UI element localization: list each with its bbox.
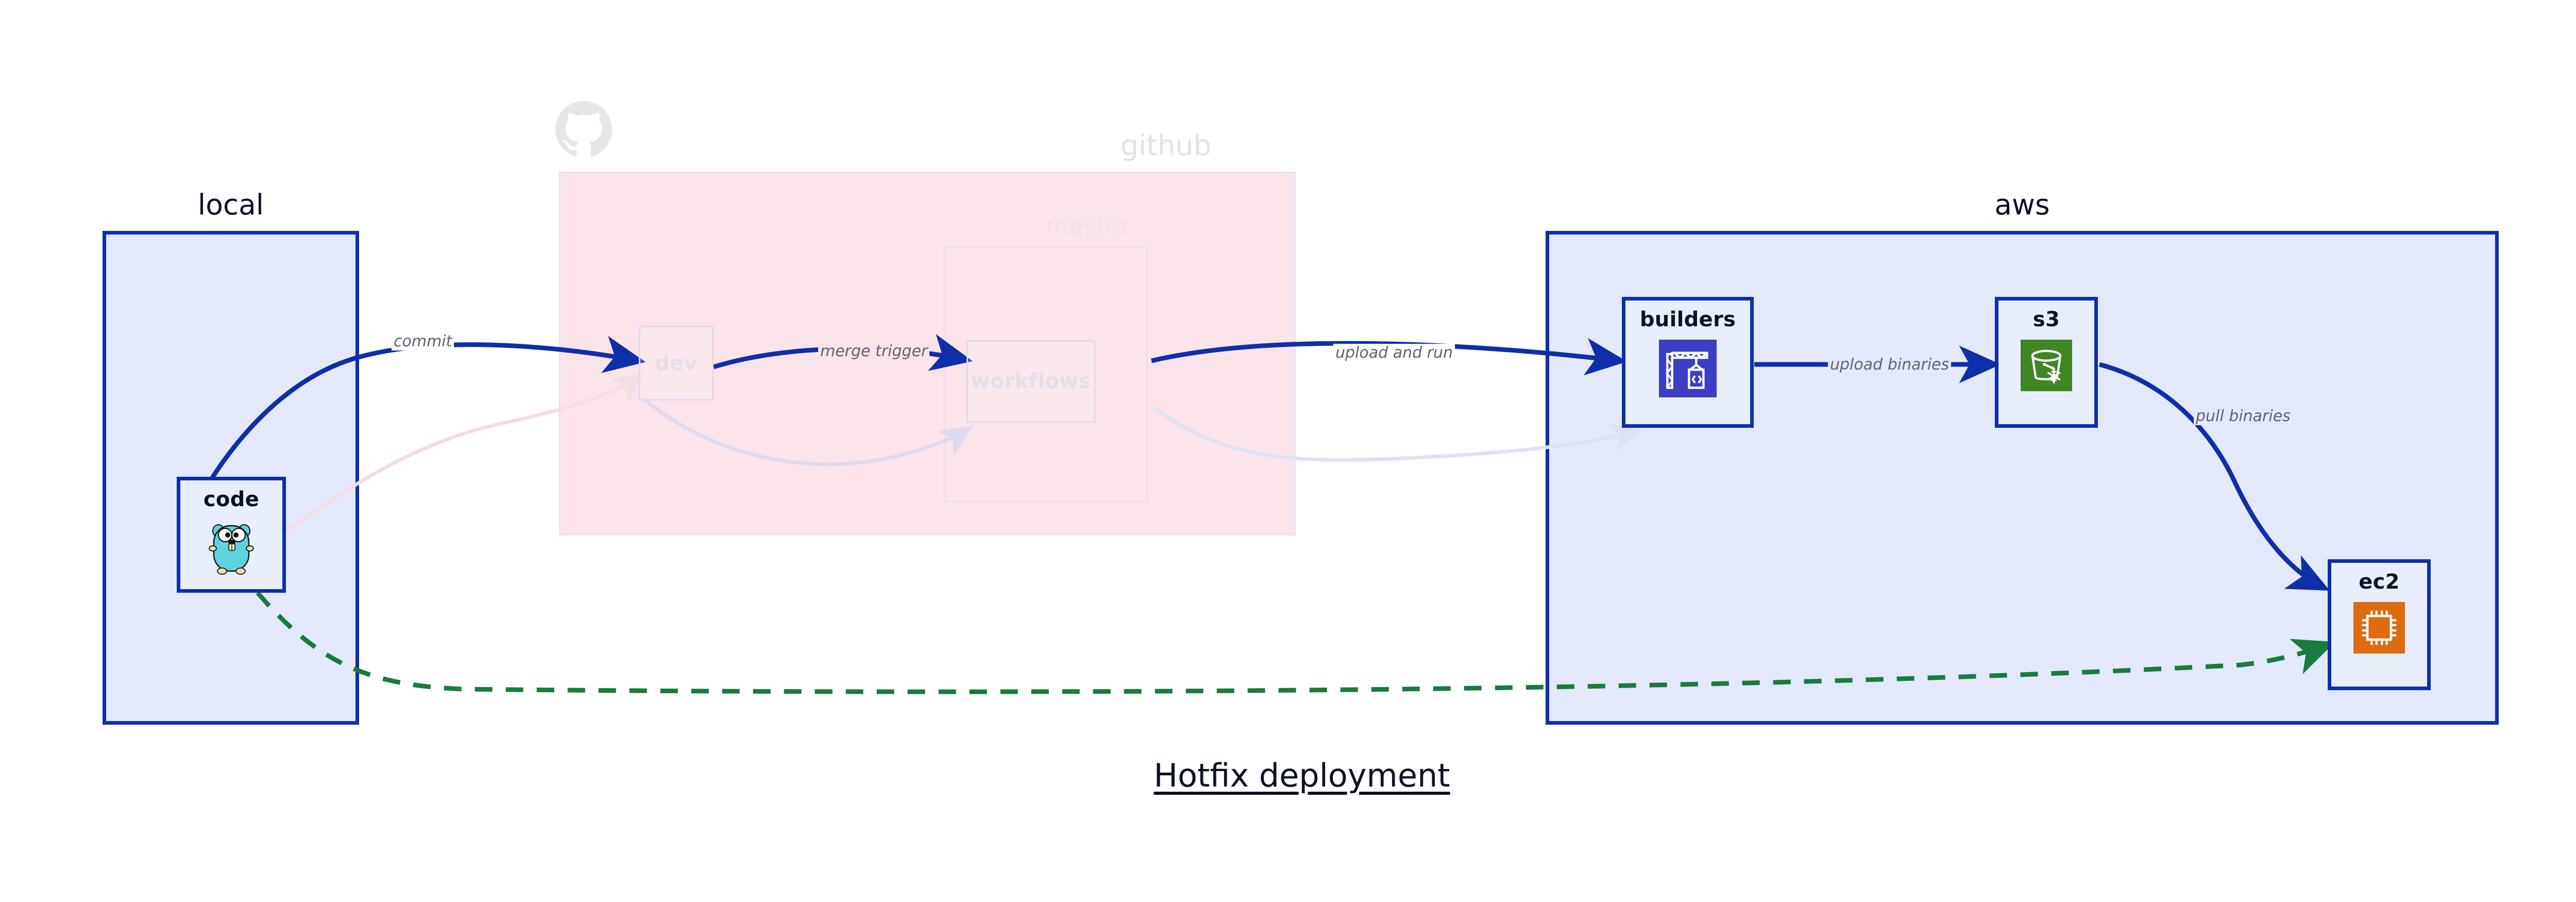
cluster-label-aws: aws	[1994, 188, 2050, 221]
edge-label-upload-and-run: upload and run	[1333, 344, 1455, 362]
edge-ghost-workflows-builders	[1153, 406, 1644, 462]
github-octocat-icon	[555, 101, 612, 157]
edge-hotfix-direct	[256, 591, 2335, 694]
edge-label-upload-binaries: upload binaries	[1828, 356, 1952, 374]
edge-label-pull-binaries: pull binaries	[2194, 407, 2293, 425]
edge-commit	[188, 336, 646, 517]
node-label-workflows: workflows	[971, 370, 1091, 393]
edge-upload-and-run	[1150, 338, 1628, 376]
node-label-dev: dev	[655, 351, 698, 375]
aws-s3-glacier-icon	[2021, 340, 2072, 393]
node-ec2[interactable]: ec2	[2328, 559, 2431, 690]
node-code[interactable]: code	[177, 477, 286, 593]
aws-codebuild-icon	[1659, 340, 1717, 399]
node-s3[interactable]: s3	[1995, 297, 2098, 428]
node-label-builders: builders	[1639, 308, 1736, 331]
edge-ghost-dev-workflows	[641, 396, 973, 466]
cluster-label-github: github	[1121, 129, 1212, 162]
cluster-label-local: local	[197, 188, 264, 221]
node-workflows[interactable]: workflows	[967, 340, 1095, 423]
node-label-code: code	[203, 488, 260, 511]
node-dev[interactable]: dev	[639, 326, 714, 400]
cluster-label-master: master	[1046, 211, 1130, 239]
go-gopher-icon	[206, 520, 257, 578]
node-label-ec2: ec2	[2359, 570, 2400, 594]
edge-label-commit: commit	[392, 332, 454, 350]
diagram-title: Hotfix deployment	[1154, 757, 1450, 794]
node-builders[interactable]: builders	[1622, 297, 1754, 428]
aws-ec2-icon	[2353, 602, 2405, 656]
cluster-master	[944, 246, 1148, 503]
edge-pull-binaries	[2098, 362, 2330, 591]
edge-label-merge-trigger: merge trigger	[818, 342, 930, 360]
node-label-s3: s3	[2032, 308, 2060, 331]
